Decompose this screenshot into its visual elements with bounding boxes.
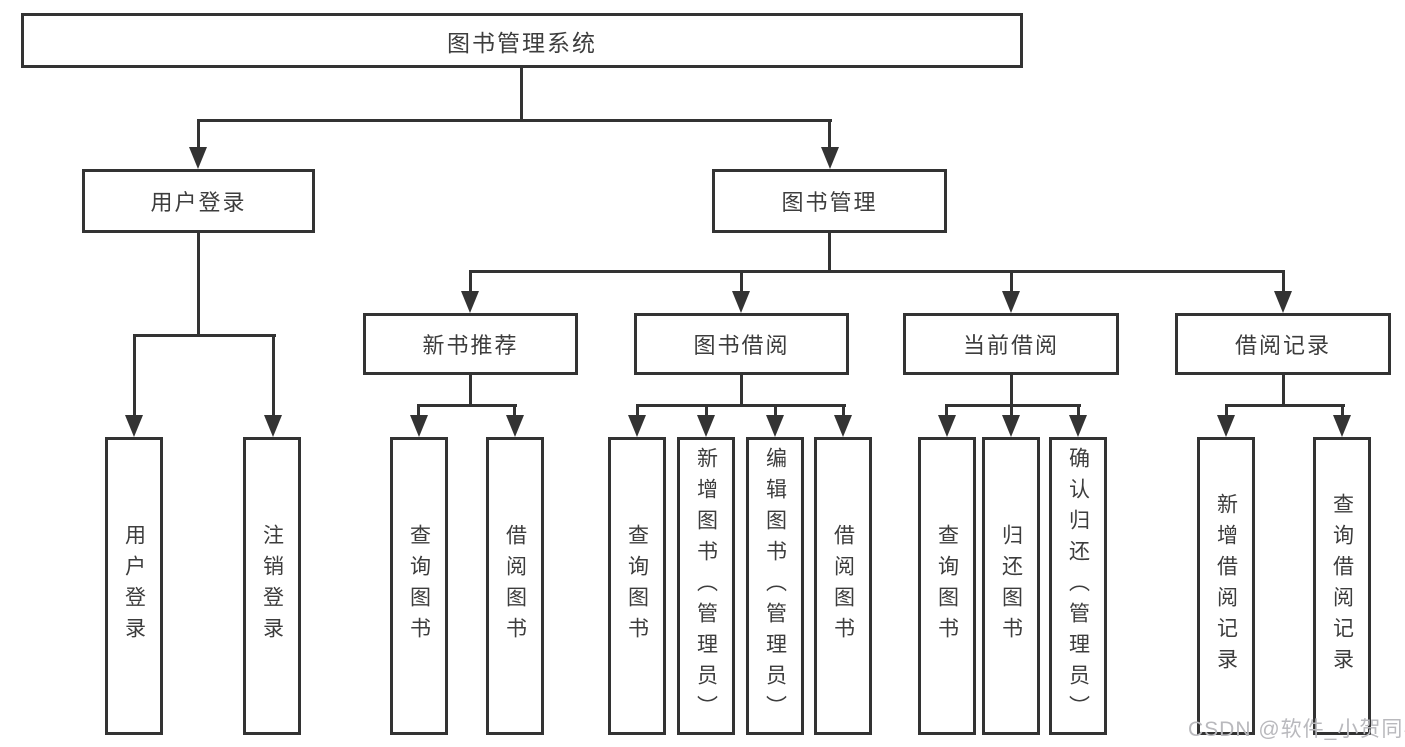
connector-line — [636, 404, 639, 419]
leaf-query-books-2: 查询图书 — [608, 437, 666, 735]
connector-line — [520, 68, 523, 122]
connector-line — [945, 404, 1081, 407]
connector-line — [1010, 270, 1013, 295]
arrow-down-icon — [697, 415, 715, 437]
leaf-logout: 注销登录 — [243, 437, 301, 735]
node-label: 用户登录 — [150, 190, 247, 215]
connector-line — [1341, 404, 1344, 419]
arrow-down-icon — [732, 291, 750, 313]
node-borrow-records: 借阅记录 — [1175, 313, 1391, 375]
node-label: 用户登录 — [122, 524, 146, 648]
connector-line — [774, 404, 777, 419]
leaf-query-books-1: 查询图书 — [390, 437, 448, 735]
connector-line — [740, 270, 743, 295]
arrow-down-icon — [189, 147, 207, 169]
node-label: 查询图书 — [935, 524, 959, 648]
arrow-down-icon — [461, 291, 479, 313]
connector-line — [133, 334, 276, 337]
node-label: 查询图书 — [625, 524, 649, 648]
connector-line — [417, 404, 420, 419]
node-label: 确认归还（管理员） — [1066, 446, 1090, 726]
connector-line — [197, 233, 200, 337]
node-root: 图书管理系统 — [21, 13, 1023, 68]
connector-line — [469, 375, 472, 407]
leaf-user-login: 用户登录 — [105, 437, 163, 735]
arrow-down-icon — [1002, 291, 1020, 313]
node-label: 图书管理系统 — [447, 29, 597, 56]
arrow-down-icon — [834, 415, 852, 437]
arrow-down-icon — [1002, 415, 1020, 437]
connector-line — [197, 119, 832, 122]
node-current-borrow: 当前借阅 — [903, 313, 1119, 375]
arrow-down-icon — [264, 415, 282, 437]
connector-line — [1282, 270, 1285, 295]
node-label: 查询图书 — [407, 524, 431, 648]
connector-line — [133, 334, 136, 419]
arrow-down-icon — [821, 147, 839, 169]
connector-line — [272, 334, 275, 419]
connector-line — [1282, 375, 1285, 407]
connector-line — [828, 119, 831, 153]
node-label: 借阅图书 — [503, 524, 527, 648]
arrow-down-icon — [1217, 415, 1235, 437]
leaf-query-books-3: 查询图书 — [918, 437, 976, 735]
node-label: 查询借阅记录 — [1330, 493, 1354, 679]
connector-line — [513, 404, 516, 419]
node-label: 图书借阅 — [693, 333, 790, 358]
node-new-book-recommend: 新书推荐 — [363, 313, 578, 375]
arrow-down-icon — [938, 415, 956, 437]
leaf-return-books: 归还图书 — [982, 437, 1040, 735]
watermark: CSDN @软件_小贺同学 — [1188, 718, 1405, 741]
leaf-edit-books-admin: 编辑图书（管理员） — [746, 437, 804, 735]
leaf-borrow-books-1: 借阅图书 — [486, 437, 544, 735]
leaf-add-books-admin: 新增图书（管理员） — [677, 437, 735, 735]
node-book-borrow: 图书借阅 — [634, 313, 849, 375]
node-book-management: 图书管理 — [712, 169, 947, 233]
connector-line — [842, 404, 845, 419]
arrow-down-icon — [1069, 415, 1087, 437]
arrow-down-icon — [766, 415, 784, 437]
connector-line — [636, 404, 846, 407]
node-label: 借阅记录 — [1234, 333, 1331, 358]
node-label: 图书管理 — [781, 190, 878, 215]
leaf-query-borrow-record: 查询借阅记录 — [1313, 437, 1371, 735]
connector-line — [469, 270, 472, 295]
connector-line — [1077, 404, 1080, 419]
connector-line — [1225, 404, 1228, 419]
arrow-down-icon — [410, 415, 428, 437]
connector-line — [945, 404, 948, 419]
connector-line — [417, 404, 517, 407]
connector-line — [197, 119, 200, 153]
node-label: 借阅图书 — [831, 524, 855, 648]
node-label: 新增借阅记录 — [1214, 493, 1238, 679]
node-label: 归还图书 — [999, 524, 1023, 648]
arrow-down-icon — [1333, 415, 1351, 437]
node-label: 编辑图书（管理员） — [763, 446, 787, 726]
connector-line — [705, 404, 708, 419]
connector-line — [469, 270, 1285, 273]
connector-line — [740, 375, 743, 407]
node-label: 注销登录 — [260, 524, 284, 648]
node-label: 新增图书（管理员） — [694, 446, 718, 726]
connector-line — [828, 233, 831, 273]
leaf-add-borrow-record: 新增借阅记录 — [1197, 437, 1255, 735]
connector-line — [1010, 375, 1013, 407]
arrow-down-icon — [628, 415, 646, 437]
arrow-down-icon — [506, 415, 524, 437]
leaf-confirm-return-admin: 确认归还（管理员） — [1049, 437, 1107, 735]
connector-line — [1010, 404, 1013, 419]
arrow-down-icon — [125, 415, 143, 437]
leaf-borrow-books-2: 借阅图书 — [814, 437, 872, 735]
node-label: 新书推荐 — [422, 333, 519, 358]
connector-line — [1225, 404, 1345, 407]
arrow-down-icon — [1274, 291, 1292, 313]
node-user-login: 用户登录 — [82, 169, 315, 233]
node-label: 当前借阅 — [962, 333, 1059, 358]
